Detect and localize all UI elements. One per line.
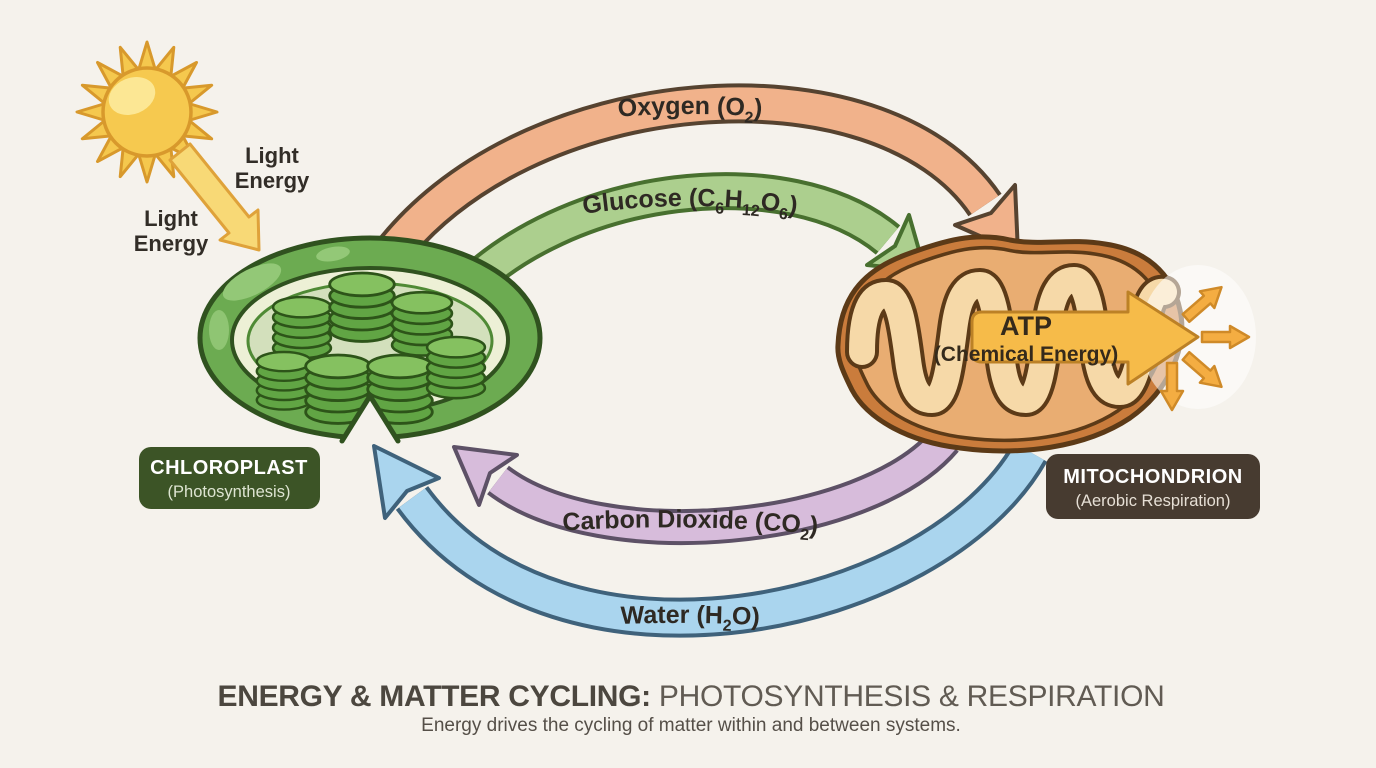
mitochondrion-badge-box xyxy=(1046,454,1260,519)
light-energy-label-right-line2: Energy xyxy=(235,168,310,193)
light-energy-label-left-line1: Light xyxy=(144,206,198,231)
chloroplast-badge-box xyxy=(139,447,320,509)
chloroplast-badge: CHLOROPLAST (Photosynthesis) xyxy=(139,447,320,509)
grana-stack xyxy=(328,271,396,343)
footer-title: ENERGY & MATTER CYCLING: PHOTOSYNTHESIS … xyxy=(218,680,1165,713)
water-arrow-body xyxy=(399,443,1044,634)
mitochondrion-badge-title: MITOCHONDRION xyxy=(1063,466,1242,488)
oxygen-flow-arrow xyxy=(368,83,1020,274)
chloroplast-badge-subtitle: (Photosynthesis) xyxy=(168,483,291,501)
chloroplast-highlight-left xyxy=(209,310,229,350)
carbon-dioxide-arrow-body xyxy=(489,430,956,541)
mitochondrion-badge-subtitle: (Aerobic Respiration) xyxy=(1076,492,1231,510)
carbon-dioxide-flow-label: Carbon Dioxide (CO2) xyxy=(562,505,820,544)
water-flow-arrow xyxy=(372,441,1048,638)
atp-arrow-shape xyxy=(970,290,1200,386)
sun xyxy=(75,40,219,184)
grana-stack xyxy=(255,350,313,411)
mitochondrion-badge: MITOCHONDRION (Aerobic Respiration) xyxy=(1046,454,1260,519)
atp-sublabel: (Chemical Energy) xyxy=(934,343,1118,366)
carbon-dioxide-flow-arrow xyxy=(452,427,959,545)
sun-highlight xyxy=(108,77,156,115)
water-arrow-head xyxy=(372,444,441,520)
water-flow-label: Water (H2O) xyxy=(620,601,760,635)
chloroplast xyxy=(197,235,543,444)
chloroplast-badge-title: CHLOROPLAST xyxy=(150,457,308,479)
mitochondrion xyxy=(838,237,1182,451)
grana-stack xyxy=(425,335,487,400)
carbon-dioxide-arrow-head xyxy=(452,445,519,507)
glucose-arrow-body xyxy=(443,176,898,311)
light-energy-beam-arrow xyxy=(168,142,261,252)
footer-subtitle: Energy drives the cycling of matter with… xyxy=(421,715,961,736)
grana-stack xyxy=(271,295,333,360)
light-energy-label-right-line1: Light xyxy=(245,143,299,168)
chloroplast-notch-fill xyxy=(342,396,398,441)
oxygen-arrow-body xyxy=(372,87,999,272)
atp-label: ATP xyxy=(1000,311,1052,341)
chloroplast-highlight xyxy=(222,263,282,301)
chloroplast-notch-outline xyxy=(339,393,401,444)
cristae-matrix xyxy=(849,267,1177,413)
chloroplast-highlight-small xyxy=(316,246,350,262)
light-energy-label-left-line2: Energy xyxy=(134,231,209,256)
oxygen-flow-label: Oxygen (O2) xyxy=(617,92,764,127)
